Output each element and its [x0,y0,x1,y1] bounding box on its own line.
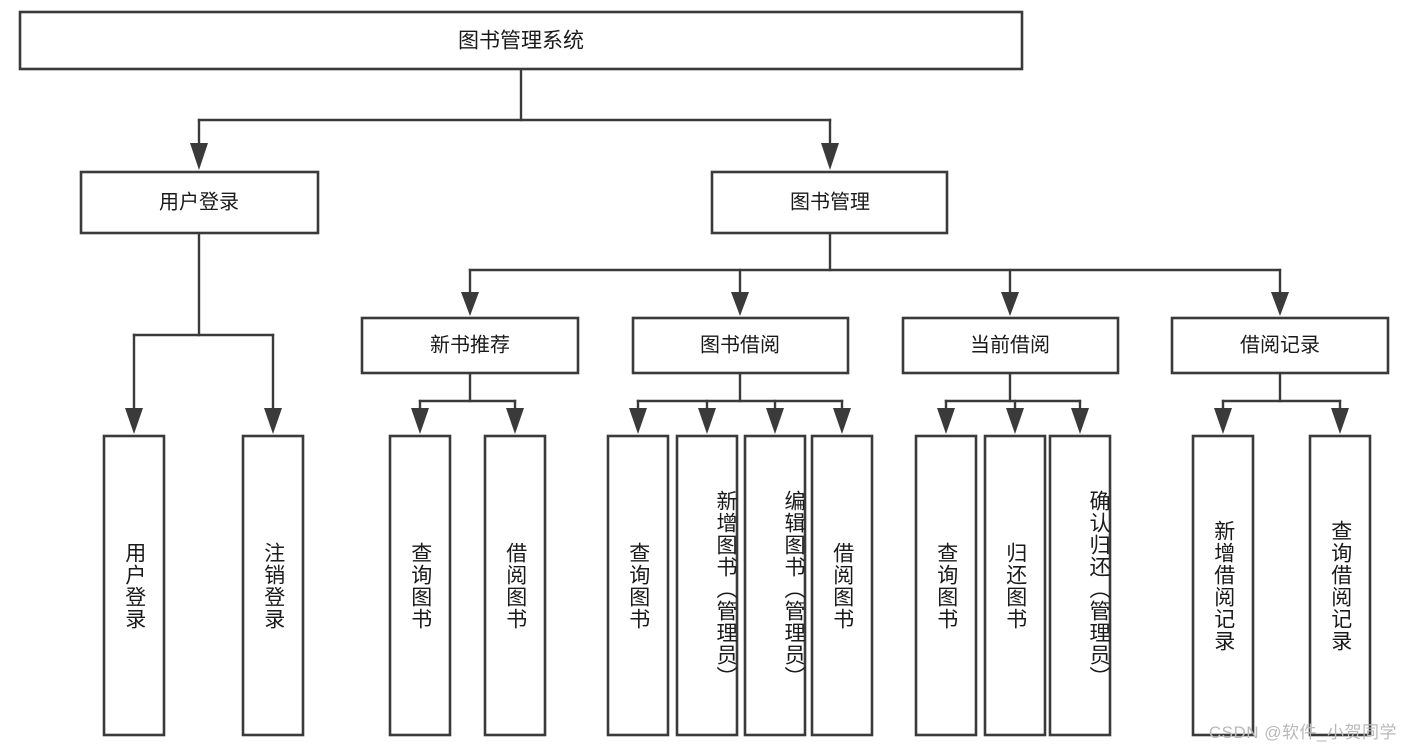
node-leaf-query-book-3-box[interactable] [914,434,978,737]
node-book-borrow-box[interactable] [631,316,850,375]
node-current-borrow-box[interactable] [901,316,1120,375]
arrow-head-leaf-query-book-2 [629,408,647,434]
connector-group-borrow-record [1214,371,1349,434]
arrow-head-user-login [190,143,208,170]
arrow-head-book-manage [821,143,839,170]
node-current-borrow[interactable]: 当前借阅 [901,316,1120,375]
node-new-book-recommend-box[interactable] [360,316,580,375]
node-borrow-record-label: 借阅记录 [1240,333,1320,356]
arrow-head-leaf-query-book-1 [411,408,429,434]
node-new-book-recommend-label: 新书推荐 [430,333,510,356]
node-leaf-query-record-box[interactable] [1308,434,1372,737]
node-borrow-record[interactable]: 借阅记录 [1170,316,1390,375]
arrow-head-leaf-borrow-book-1 [506,408,524,434]
arrow-head-leaf-query-book-3 [937,408,955,434]
arrow-head-book-borrow [731,292,749,316]
connector-group-book-borrow [629,371,851,434]
node-root-label: 图书管理系统 [458,30,584,53]
node-leaf-query-book-1-box[interactable] [388,434,452,737]
arrow-head-leaf-return-book [1006,408,1024,434]
node-leaf-borrow-book-2-box[interactable] [810,434,874,737]
arrow-head-leaf-confirm-return [1071,408,1089,434]
node-book-borrow-label: 图书借阅 [700,333,780,356]
node-book-manage-box[interactable] [710,170,949,235]
arrow-head-leaf-edit-book [766,408,784,434]
node-borrow-record-box[interactable] [1170,316,1390,375]
node-book-manage[interactable]: 图书管理 [710,170,949,235]
connector-group-book-manage [461,231,1289,316]
node-leaf-confirm-return-box[interactable] [1048,434,1112,737]
node-user-login[interactable]: 用户登录 [79,170,320,235]
arrow-head-borrow-record [1271,292,1289,316]
node-leaf-borrow-book-1-box[interactable] [483,434,547,737]
arrow-head-leaf-user-login [125,408,143,434]
node-leaf-user-login-box[interactable] [102,434,166,737]
node-leaf-logout-login-box[interactable] [241,434,305,737]
node-leaf-edit-book-box[interactable] [743,434,807,737]
connector-group-new-book-recommend [411,371,524,434]
node-book-manage-label: 图书管理 [790,190,870,213]
node-root-box[interactable] [18,10,1024,71]
node-leaf-add-book-box[interactable] [675,434,739,737]
node-leaf-return-book-box[interactable] [983,434,1047,737]
arrow-head-leaf-query-record [1331,408,1349,434]
arrow-head-leaf-borrow-book-2 [833,408,851,434]
arrow-head-leaf-add-book [698,408,716,434]
connector-group-user-login [125,231,282,434]
arrow-head-leaf-logout-login [264,408,282,434]
connector-group-root [190,67,839,170]
node-user-login-label: 用户登录 [159,190,239,213]
node-current-borrow-label: 当前借阅 [970,333,1050,356]
watermark-text: CSDN @软件_小贺同学 [1208,723,1397,742]
arrow-head-leaf-add-record [1214,408,1232,434]
connector-group-current-borrow [937,371,1089,434]
node-leaf-add-record-box[interactable] [1191,434,1255,737]
node-leaf-query-book-2-box[interactable] [606,434,670,737]
node-user-login-box[interactable] [79,170,320,235]
node-book-borrow[interactable]: 图书借阅 [631,316,850,375]
leaf-boxes [102,434,1372,737]
arrow-head-new-book-recommend [461,292,479,316]
node-root[interactable]: 图书管理系统 [18,10,1024,71]
arrow-head-current-borrow [1001,292,1019,316]
node-new-book-recommend[interactable]: 新书推荐 [360,316,580,375]
